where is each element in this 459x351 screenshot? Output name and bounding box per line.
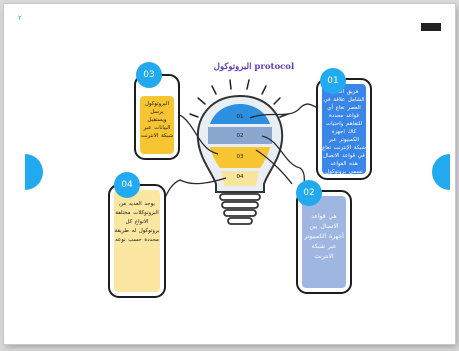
bulb-layers	[208, 104, 272, 186]
next-slide-button[interactable]	[432, 154, 450, 190]
card-02-text: هي قواعد الاتصال بين أجهزة الكمبيوتر عبر…	[304, 213, 344, 260]
card-02-fill	[302, 196, 346, 288]
card-04-badge: 04	[114, 172, 140, 198]
bulb-label-04: 04	[236, 174, 244, 180]
connector-01	[249, 103, 323, 119]
bulb-label-03: 03	[236, 154, 244, 160]
card-03: البروتوكول يرسل ويستقبل البيانات عبر شبك…	[134, 74, 180, 160]
card-02: هي قواعد الاتصال بين أجهزة الكمبيوتر عبر…	[296, 190, 352, 294]
card-01-badge: 01	[320, 68, 346, 94]
card-01-fill	[322, 84, 366, 174]
corner-mark: ٢	[18, 14, 22, 22]
card-04: يوجد العديد من البروتوكلات مختلفة الانوا…	[108, 184, 166, 298]
card-01-text: فريق العالب الشامل علاقة في العصر تعاع أ…	[322, 89, 366, 175]
previous-slide-button[interactable]	[25, 154, 43, 190]
card-04-fill	[114, 190, 160, 292]
bulb-layer-4	[221, 171, 259, 186]
menu-bar-icon[interactable]	[421, 23, 441, 31]
connector-02b	[255, 149, 293, 185]
card-03-fill	[140, 96, 174, 154]
card-02-badge: 02	[296, 180, 322, 206]
card-04-text: يوجد العديد من البروتوكلات مختلفة الانوا…	[114, 201, 160, 243]
bulb-layer-1	[210, 104, 270, 124]
card-03-text: البروتوكول يرسل ويستقبل البيانات عبر شبك…	[140, 101, 174, 139]
bulb-layer-2	[208, 127, 272, 144]
bulb-layer-3	[210, 147, 270, 168]
page-title: البروتوكول protocol	[213, 62, 295, 72]
bulb-label-02: 02	[236, 133, 244, 139]
bulb-label-01: 01	[236, 114, 244, 120]
bulb-base	[219, 193, 261, 225]
light-rays	[189, 79, 289, 118]
card-01: فريق العالب الشامل علاقة في العصر تعاع أ…	[316, 78, 372, 180]
card-03-badge: 03	[136, 62, 162, 88]
